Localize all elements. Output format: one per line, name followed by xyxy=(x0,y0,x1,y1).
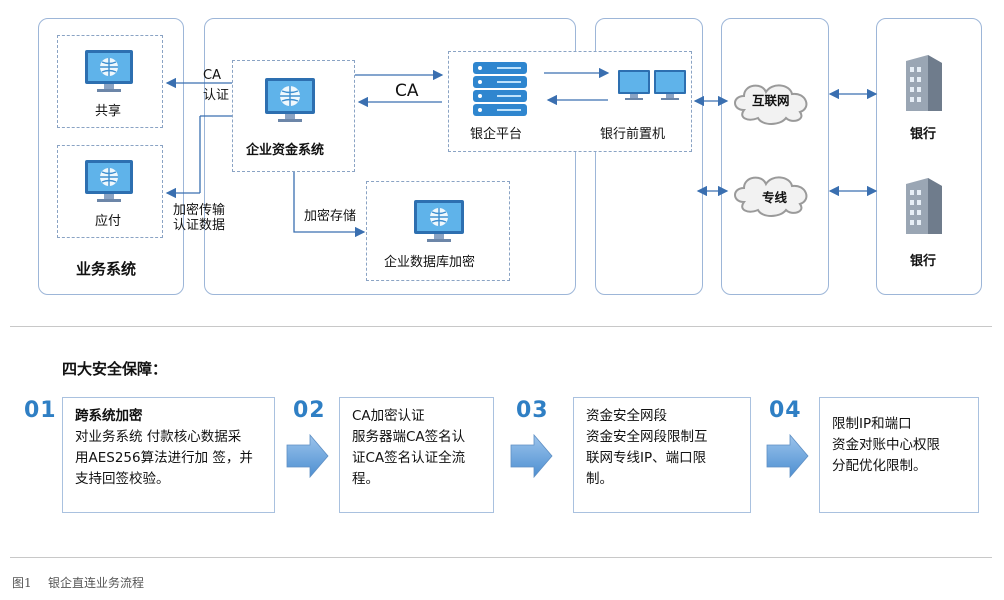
step-number-03: 03 xyxy=(516,398,549,423)
security-heading: 四大安全保障： xyxy=(62,360,168,378)
step-04-title: 限制IP和端口 xyxy=(832,416,912,432)
fund-system-label: 企业资金系统 xyxy=(246,143,325,158)
dedicated-line-label: 专线 xyxy=(762,190,788,205)
ca-label-line1: CA xyxy=(203,68,221,83)
enc-trans-label-line2: 认证数据 xyxy=(173,218,226,233)
bank-building-icon-1 xyxy=(906,55,942,111)
step-01-line: 对业务系统 付款核心数据采 xyxy=(75,429,242,445)
step-01-line: 支持回签校验。 xyxy=(75,471,170,487)
bank-label-2: 银行 xyxy=(910,254,937,269)
enc-trans-label-line1: 加密传输 xyxy=(173,203,226,218)
step-number-04: 04 xyxy=(769,398,802,423)
diagram-connectors xyxy=(85,50,942,242)
step-02-line: 程。 xyxy=(352,471,379,487)
figure-number: 图1 xyxy=(12,576,32,590)
step-number-01: 01 xyxy=(24,398,57,423)
bank-label-1: 银行 xyxy=(910,127,937,142)
network-panel xyxy=(721,18,829,295)
bank-panel xyxy=(876,18,982,295)
share-label: 共享 xyxy=(95,104,122,119)
step-01-title: 跨系统加密 xyxy=(75,408,143,424)
figure-caption: 银企直连业务流程 xyxy=(48,576,145,590)
divider-bottom xyxy=(10,557,992,558)
step-box-02: CA加密认证 服务器端CA签名认 证CA签名认证全流 程。 xyxy=(339,397,494,513)
step-04-line: 分配优化限制。 xyxy=(832,458,927,474)
payable-label: 应付 xyxy=(95,214,122,229)
step-box-01: 跨系统加密 对业务系统 付款核心数据采 用AES256算法进行加 签，并 支持回… xyxy=(62,397,275,513)
step-arrow-icon xyxy=(766,433,809,479)
step-number-02: 02 xyxy=(293,398,326,423)
bank-platform-label: 银企平台 xyxy=(470,127,523,142)
ca-arrow-label: CA xyxy=(395,81,419,101)
step-03-line: 联网专线IP、端口限 xyxy=(586,450,707,466)
step-box-03: 资金安全网段 资金安全网段限制互 联网专线IP、端口限 制。 xyxy=(573,397,751,513)
enc-store-label: 加密存储 xyxy=(304,209,357,224)
db-encrypt-monitor-icon xyxy=(414,200,464,242)
internet-cloud-icon xyxy=(734,84,808,125)
bank-front-label: 银行前置机 xyxy=(600,127,666,142)
dedicated-line-cloud-icon xyxy=(734,176,808,217)
business-system-title: 业务系统 xyxy=(76,260,137,278)
bank-front-monitors-icon xyxy=(618,70,686,100)
db-encrypt-label: 企业数据库加密 xyxy=(384,255,476,270)
bank-building-icon-2 xyxy=(906,178,942,234)
divider-top xyxy=(10,326,992,327)
step-03-line: 制。 xyxy=(586,471,613,487)
internet-label: 互联网 xyxy=(752,93,790,108)
fund-system-monitor-icon xyxy=(265,78,315,122)
step-01-line: 用AES256算法进行加 签，并 xyxy=(75,450,253,466)
step-03-line: 资金安全网段限制互 xyxy=(586,429,708,445)
ca-label-line2: 认证 xyxy=(203,88,230,103)
step-arrow-icon xyxy=(286,433,329,479)
step-02-line: 服务器端CA签名认 xyxy=(352,429,466,445)
step-02-line: 证CA签名认证全流 xyxy=(352,450,466,466)
step-02-title: CA加密认证 xyxy=(352,408,425,424)
step-03-title: 资金安全网段 xyxy=(586,408,667,424)
share-monitor-icon xyxy=(85,50,133,92)
step-box-04: 限制IP和端口 资金对账中心权限 分配优化限制。 xyxy=(819,397,979,513)
payable-monitor-icon xyxy=(85,160,133,202)
server-icon xyxy=(473,62,527,116)
step-arrow-icon xyxy=(510,433,553,479)
step-04-line: 资金对账中心权限 xyxy=(832,437,940,453)
